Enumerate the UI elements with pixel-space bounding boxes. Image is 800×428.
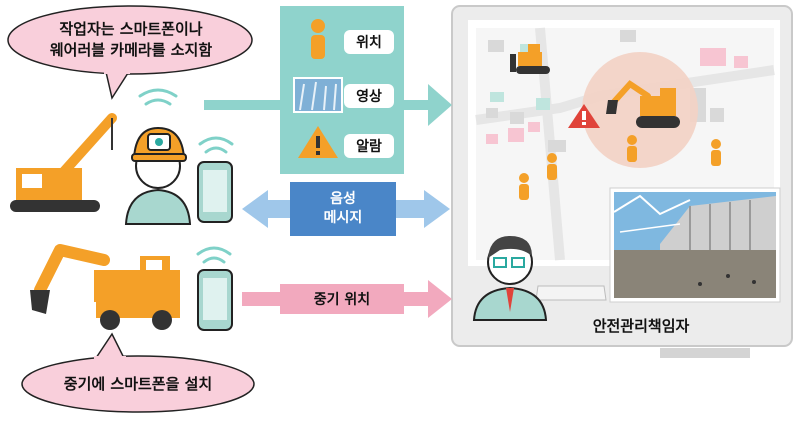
equipment-bubble-text: 중기에 스마트폰을 설치 [63,374,213,393]
site-photo-icon [293,77,343,113]
equipment-speech-bubble [21,332,255,413]
construction-site-photo [609,187,781,303]
info-video-label: 영상 [344,84,394,108]
equipment-location-arrow [242,280,452,318]
map-warning-icon [568,104,600,128]
supervisor-avatar [472,236,548,321]
person-location-icon [311,19,325,59]
voice-message-label: 음성 메시지 [290,182,396,236]
worker-speech-bubble [7,5,253,100]
worker-with-camera [124,126,192,225]
info-alarm-label: 알람 [344,134,394,158]
map-bulldozer-icon [510,44,550,74]
map-worker-icon [519,135,721,200]
keyboard [535,285,607,301]
voice-message-line2: 메시지 [323,210,363,226]
smartphone-icon [197,161,233,331]
worker-bubble-line2: 웨어러블 카메라를 소지함 [49,41,213,59]
excavator-icon [30,244,180,330]
info-location-label: 위치 [344,30,394,54]
worker-bubble-line1: 작업자는 스마트폰이나 [59,20,203,38]
wifi-icon [138,88,234,264]
map-excavator-icon [606,80,680,128]
warning-icon [298,126,338,158]
supervisor-label: 안전관리책임자 [592,316,690,335]
crane-icon [10,113,117,212]
voice-message-arrow [242,182,450,236]
equipment-location-label: 중기 위치 [313,292,371,308]
worker-bubble-text: 작업자는 스마트폰이나 웨어러블 카메라를 소지함 [18,12,244,68]
voice-message-line1: 음성 [330,191,356,207]
